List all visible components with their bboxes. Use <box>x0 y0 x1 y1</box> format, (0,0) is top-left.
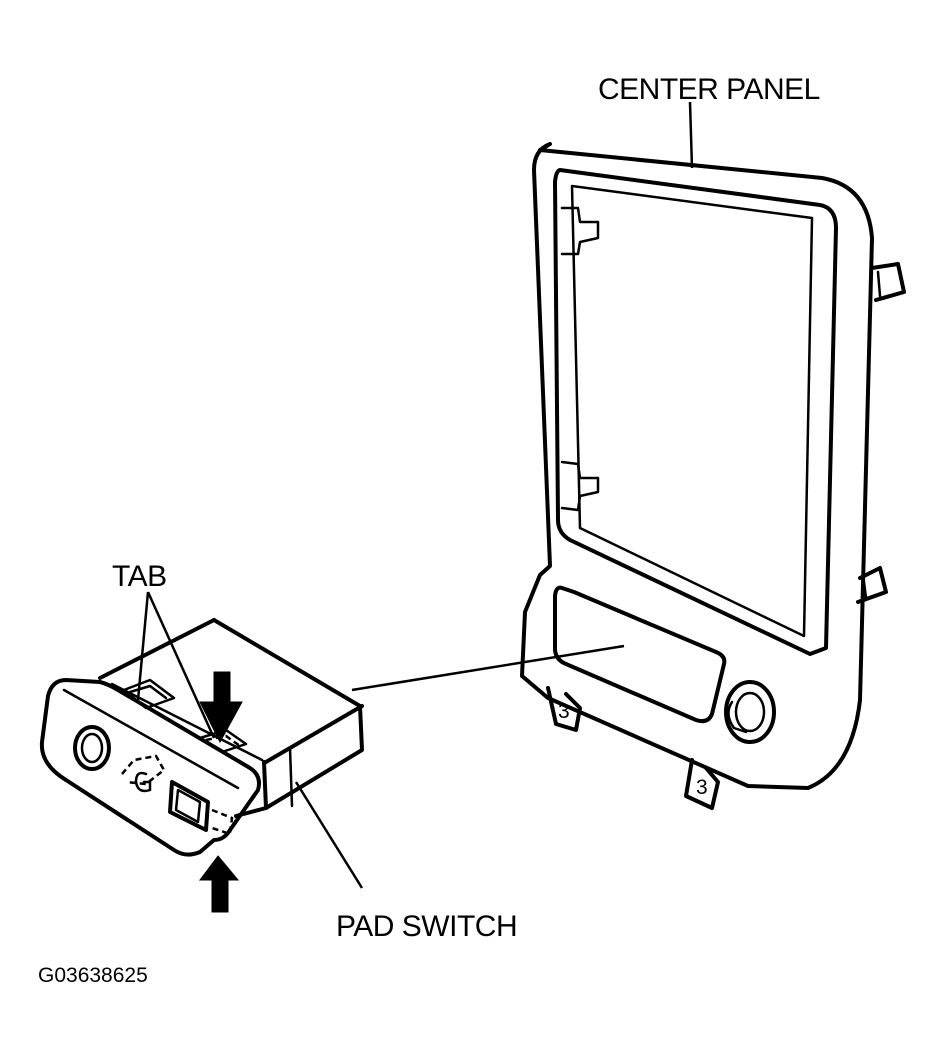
pad-switch-leader <box>294 781 364 889</box>
figure-code: G03638625 <box>38 964 148 987</box>
round-button-icon <box>73 725 111 771</box>
center-panel-leader <box>688 101 694 169</box>
knob-icon <box>724 680 776 744</box>
tab-leader-right <box>146 591 216 739</box>
bottom-clip-right: 3 <box>684 758 720 810</box>
down-arrow-icon <box>199 671 243 744</box>
leader-lines <box>136 101 694 889</box>
rectangular-switch-icon <box>168 780 234 836</box>
bottom-clip-left: 3 <box>546 686 582 732</box>
pad-switch <box>39 618 364 857</box>
clip-mark-left: 3 <box>558 700 570 723</box>
pad-switch-install-line <box>351 644 625 692</box>
center-panel-label: CENTER PANEL <box>598 73 820 106</box>
pad-switch-label: PAD SWITCH <box>336 910 517 943</box>
hazard-symbol-icon <box>121 754 166 793</box>
center-panel: 3 3 <box>520 142 906 810</box>
tab-leader-left <box>136 591 150 701</box>
tab-label: TAB <box>112 560 167 593</box>
up-arrow-icon <box>199 855 240 913</box>
clip-mark-right: 3 <box>696 776 708 799</box>
